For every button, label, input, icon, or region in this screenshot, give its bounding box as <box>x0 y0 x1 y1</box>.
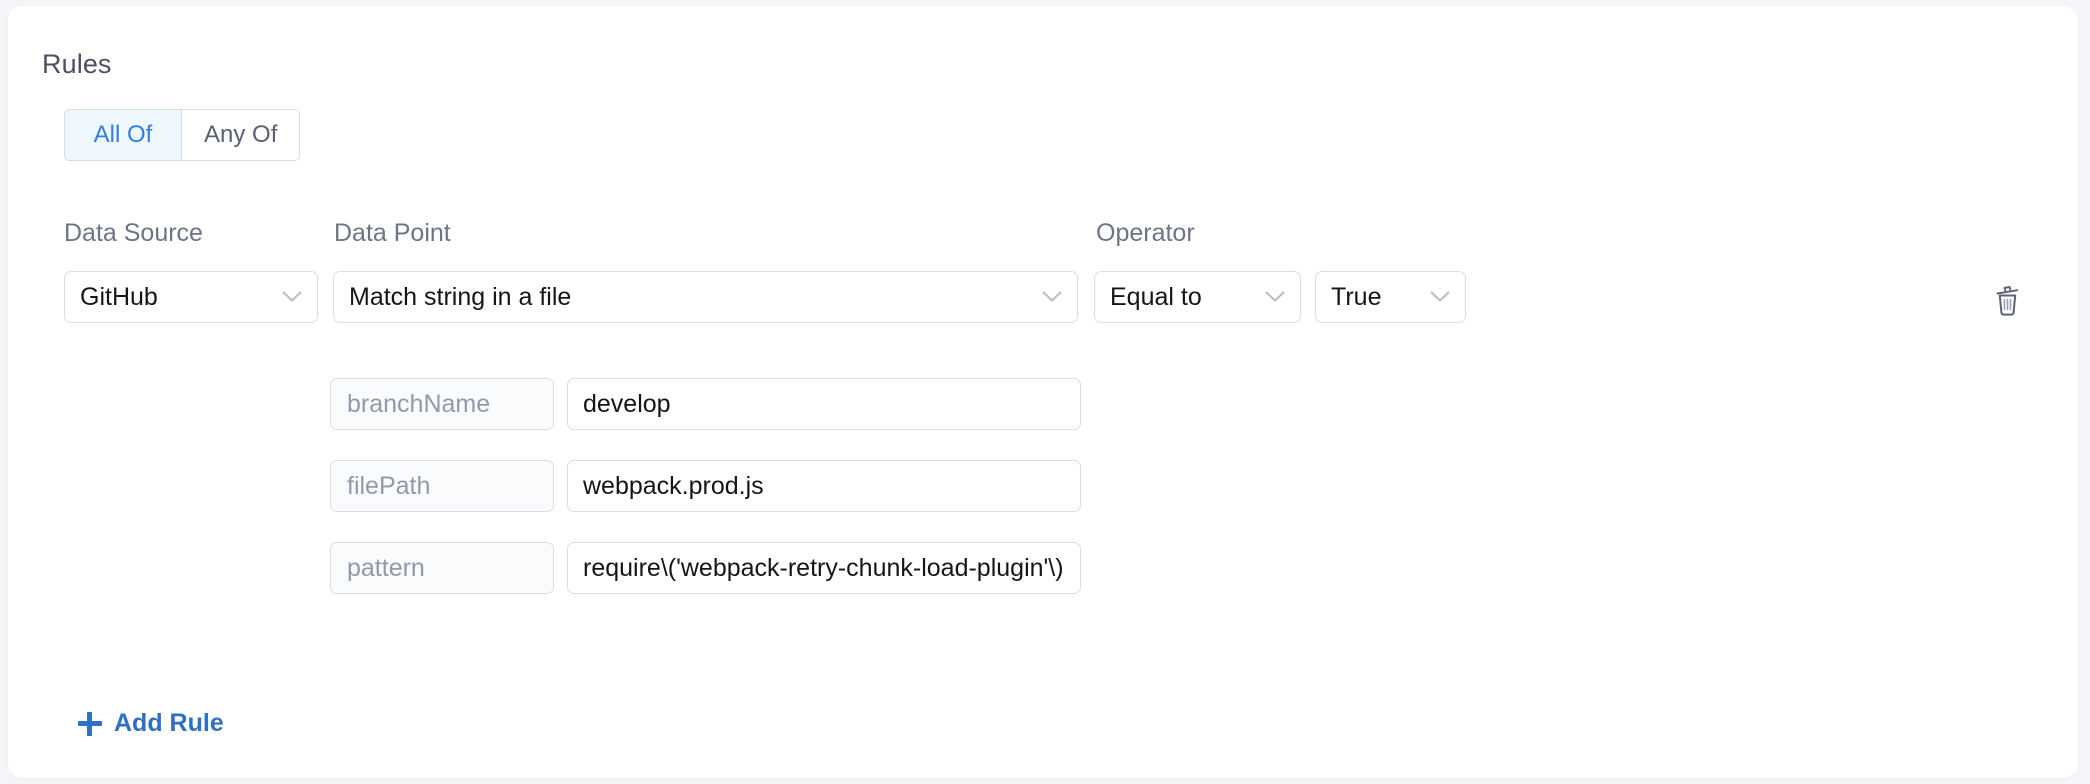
chevron-down-icon <box>1258 272 1292 322</box>
rules-card: Rules All Of Any Of Data Source Data Poi… <box>8 6 2078 778</box>
operator-select[interactable]: Equal to <box>1094 271 1301 323</box>
operator-value: Equal to <box>1110 282 1202 311</box>
parameter-value-branchname[interactable]: develop <box>567 378 1081 430</box>
data-source-select[interactable]: GitHub <box>64 271 318 323</box>
chevron-down-icon <box>275 272 309 322</box>
trash-icon <box>1993 285 2023 317</box>
add-rule-button[interactable]: Add Rule <box>78 709 224 738</box>
page-title: Rules <box>42 49 112 79</box>
parameter-value-filepath[interactable]: webpack.prod.js <box>567 460 1081 512</box>
data-point-label: Data Point <box>334 219 451 247</box>
chevron-down-icon <box>1423 272 1457 322</box>
match-mode-segmented-control[interactable]: All Of Any Of <box>64 109 301 161</box>
operand-select[interactable]: True <box>1315 271 1466 323</box>
parameter-name-pattern: pattern <box>330 542 554 594</box>
parameter-name-filepath: filePath <box>330 460 554 512</box>
add-rule-label: Add Rule <box>114 709 224 737</box>
data-source-value: GitHub <box>80 282 158 311</box>
match-mode-any-of-button[interactable]: Any Of <box>182 109 301 161</box>
data-point-select[interactable]: Match string in a file <box>333 271 1078 323</box>
data-source-label: Data Source <box>64 219 203 247</box>
plus-icon <box>78 711 102 736</box>
operand-value: True <box>1331 282 1382 311</box>
data-point-value: Match string in a file <box>349 282 572 311</box>
chevron-down-icon <box>1035 272 1069 322</box>
operator-label: Operator <box>1096 219 1195 247</box>
parameter-value-pattern[interactable]: require\('webpack-retry-chunk-load-plugi… <box>567 542 1081 594</box>
delete-rule-button[interactable] <box>1991 284 2025 318</box>
parameter-name-branchname: branchName <box>330 378 554 430</box>
match-mode-all-of-button[interactable]: All Of <box>64 109 182 161</box>
